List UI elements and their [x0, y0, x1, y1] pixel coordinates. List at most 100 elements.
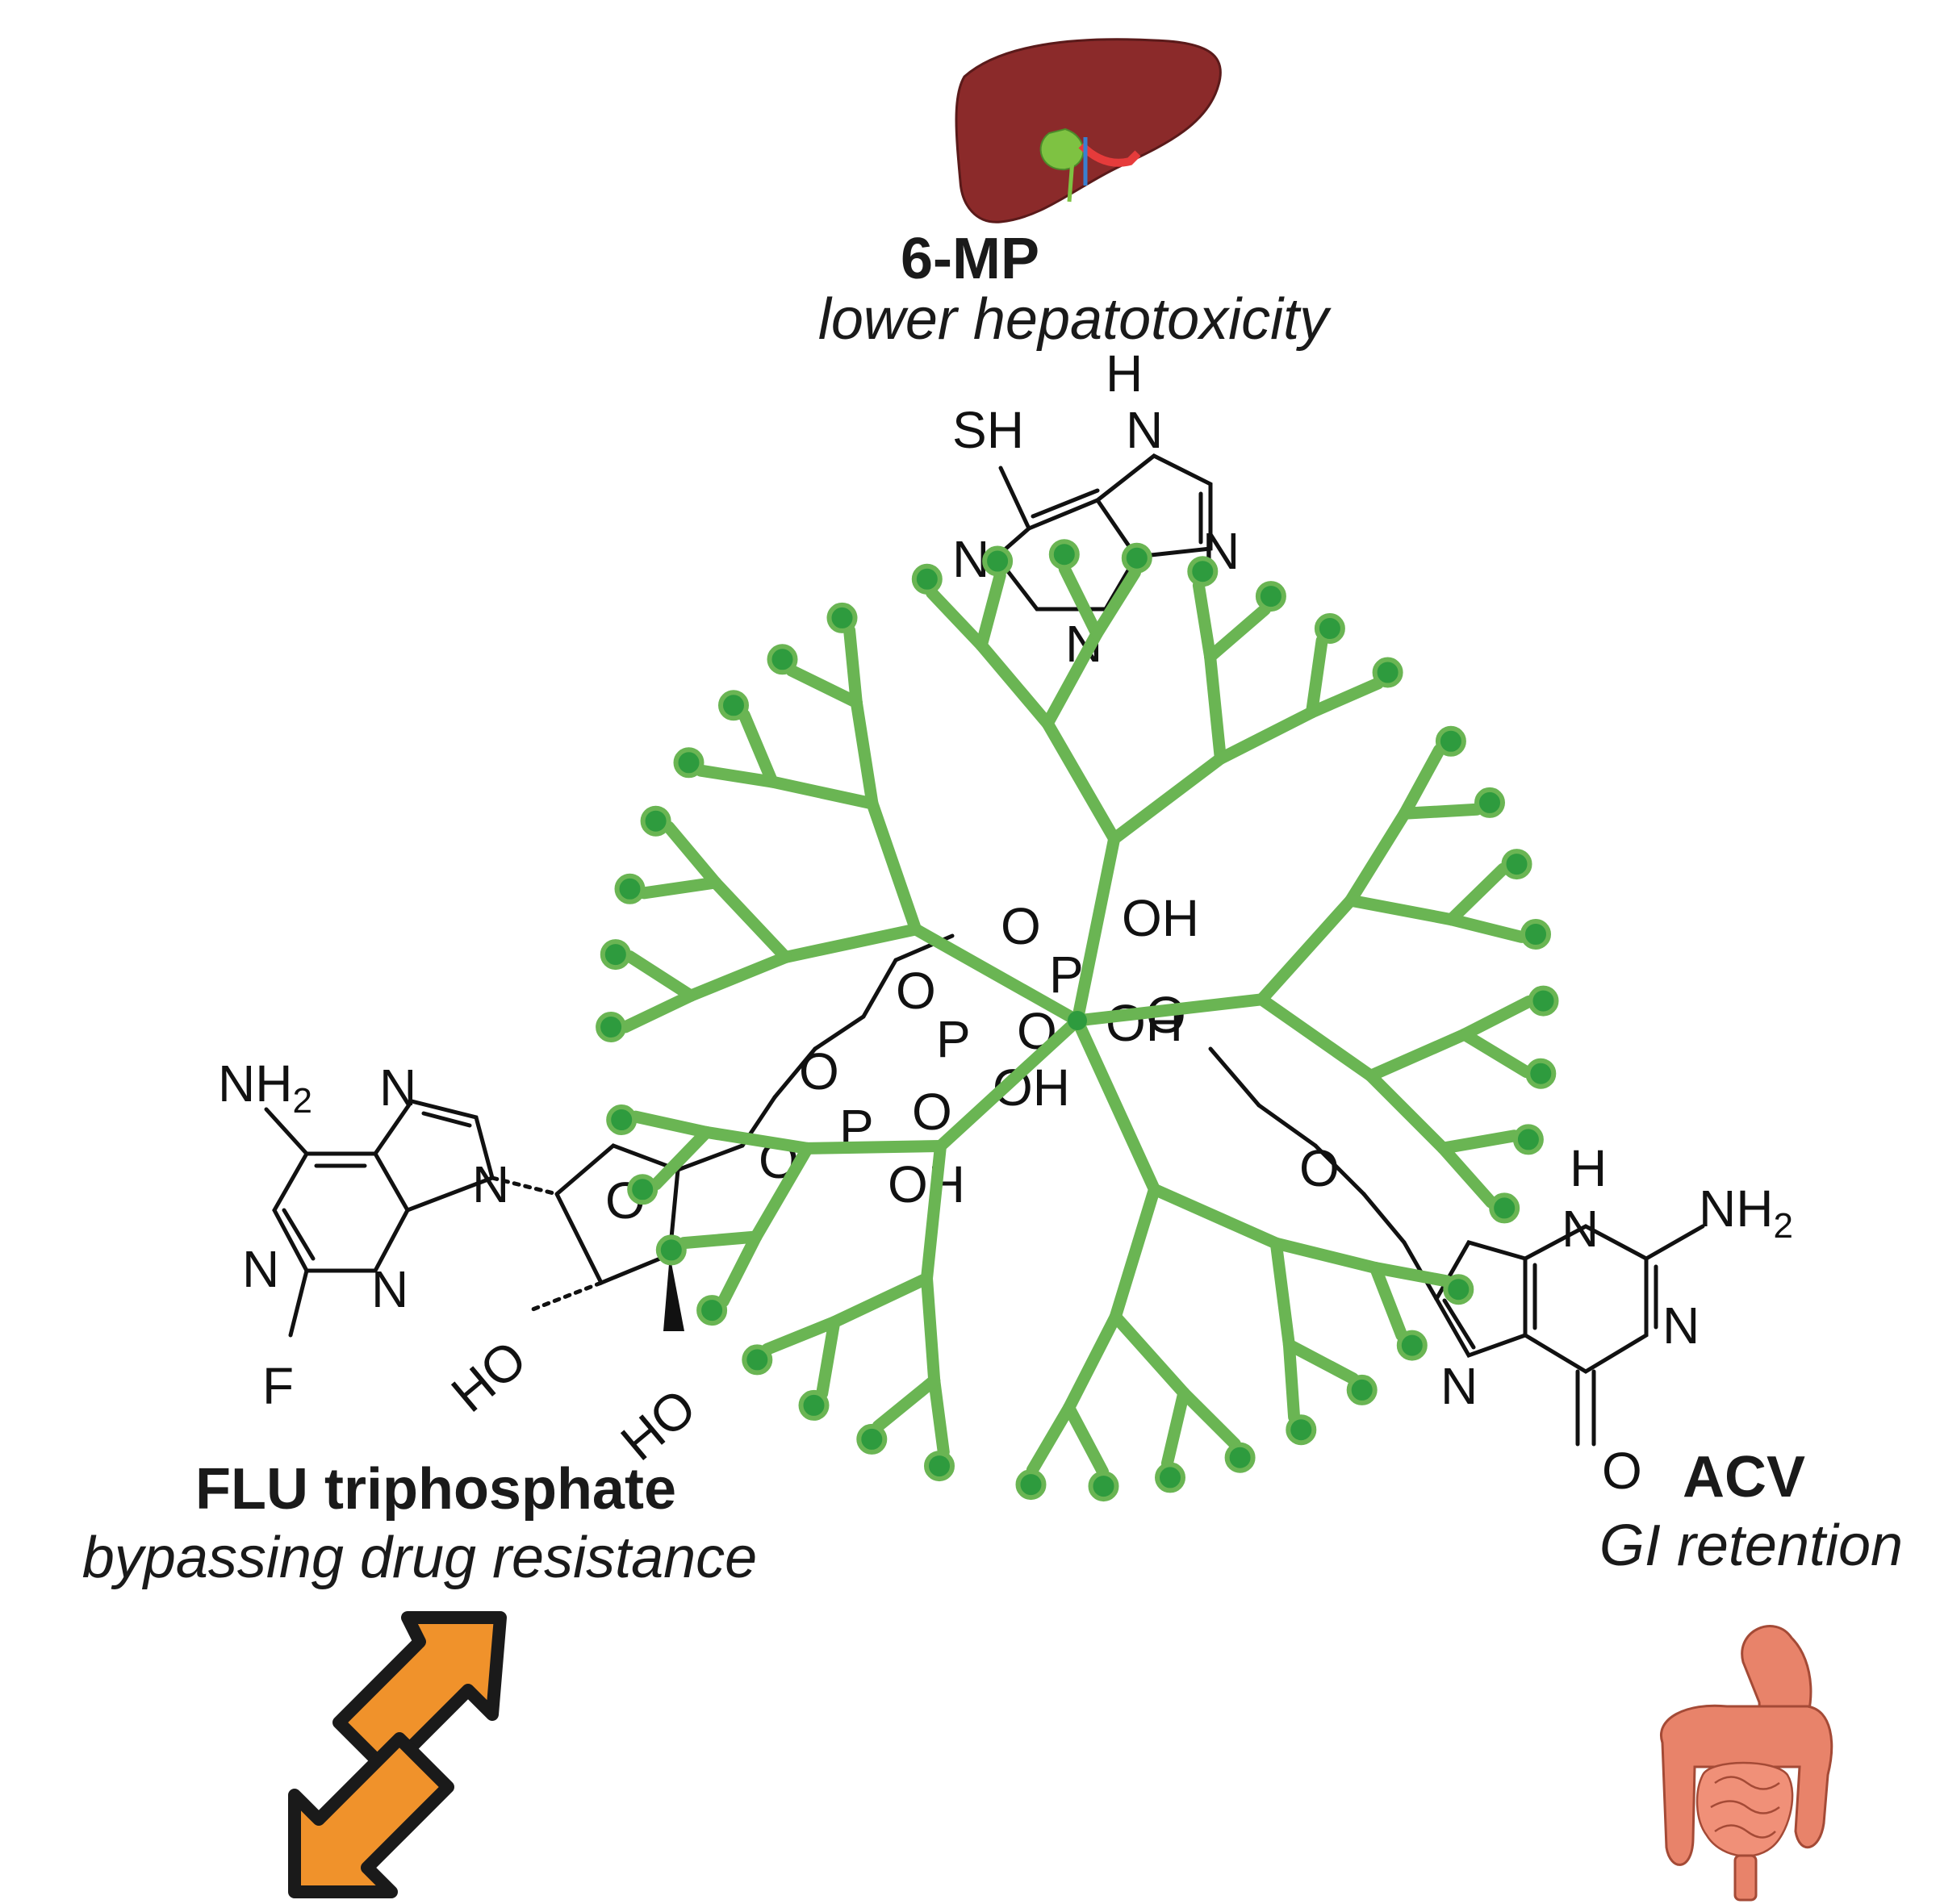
dendrimer-terminal-node — [606, 1104, 638, 1135]
acv-n7-label: N — [1440, 1357, 1478, 1415]
dendrimer-branch — [909, 923, 1084, 1027]
dendrimer-branch — [1365, 1028, 1471, 1082]
dendrimer-terminal-node — [1372, 657, 1403, 688]
dendrimer-branch — [975, 569, 1006, 652]
dendrimer-branch — [921, 1140, 947, 1285]
dendrimer-branch — [1214, 706, 1318, 765]
dendrimer-branch — [1269, 1237, 1295, 1351]
dendrimer-branch — [1445, 862, 1509, 926]
dendrimer-branch — [828, 1272, 933, 1329]
dendrimer-branch — [1071, 1014, 1160, 1196]
dendrimer-branch — [678, 1230, 763, 1250]
dendrimer-branch — [1399, 744, 1445, 820]
dendrimer-terminal-node — [1443, 1274, 1474, 1305]
dendrimer-branch — [700, 1125, 814, 1155]
dendrimer-branch — [650, 1125, 713, 1191]
core-o-2: O — [896, 962, 936, 1020]
dendrimer-branch — [1399, 803, 1483, 820]
dendrimer-branch — [866, 797, 922, 936]
dendrimer-terminal-node — [1512, 1124, 1544, 1155]
dendrimer-branch — [1365, 1069, 1449, 1155]
dendrimer-branch — [1041, 717, 1121, 846]
core-oh-1: OH — [1122, 889, 1199, 947]
dendrimer-terminal-node — [1224, 1442, 1256, 1473]
dendrimer-branch — [766, 775, 879, 810]
dendrimer-core — [1068, 1011, 1087, 1030]
dendrimer-terminal-node — [1121, 542, 1152, 574]
dendrimer-branch — [663, 820, 721, 889]
mp-h-label: H — [1106, 344, 1143, 403]
dendrimer-branch — [1109, 1310, 1190, 1399]
dendrimer-terminal-node — [1286, 1414, 1317, 1446]
acv-title: ACV — [1683, 1445, 1805, 1509]
dendrimer-branch — [1458, 1028, 1532, 1079]
dendrimer — [596, 539, 1559, 1502]
core-p-2: P — [936, 1010, 971, 1068]
dendrimer-branch — [1058, 562, 1103, 641]
core-o-6: O — [912, 1083, 952, 1141]
acv-structure: H N NH2 N N O — [1208, 1046, 1793, 1500]
core-o-1: O — [1001, 897, 1041, 955]
dendrimer-branch — [738, 709, 779, 788]
dendrimer-branch — [801, 1140, 947, 1155]
dendrimer-terminal-node — [596, 1012, 627, 1042]
dendrimer-terminal-node — [1255, 581, 1286, 612]
dendrimer-branch — [1306, 634, 1328, 719]
dendrimer-branch — [1071, 993, 1268, 1027]
dendrimer-branch — [638, 876, 721, 900]
dendrimer-terminal-node — [640, 805, 671, 837]
dendrimer-terminal-node — [1346, 1374, 1378, 1405]
dendrimer-terminal-node — [1501, 849, 1532, 880]
flu-structure: NH2 N N N N F O HO HO — [218, 933, 955, 1472]
dendrimer-terminal-node — [924, 1451, 955, 1482]
core-oh-4: OH — [888, 1155, 965, 1213]
dendrimer-branch — [629, 1110, 713, 1138]
flu-n9-label: N — [472, 1155, 509, 1213]
dendrimer-branch — [1109, 1183, 1160, 1323]
dendrimer-branch — [750, 1142, 814, 1243]
dendrimer-branch — [1160, 1387, 1190, 1470]
core-oh-2: OH — [1106, 994, 1183, 1052]
dendrimer-terminal-node — [826, 602, 858, 633]
dendrimer-branch — [1090, 566, 1141, 641]
dendrimer-branch — [872, 1374, 941, 1433]
dendrimer-branch — [624, 950, 697, 1002]
dendrimer-branch — [1436, 1129, 1520, 1155]
flu-n3-label: N — [371, 1260, 408, 1318]
dendrimer-branch — [816, 1316, 841, 1400]
flu-n1-label: N — [242, 1240, 279, 1298]
dendrimer-branch — [928, 1374, 950, 1459]
intestine-icon — [1660, 1625, 1833, 1902]
dendrimer-branch — [1282, 1338, 1360, 1385]
acv-n3-label: N — [1662, 1296, 1700, 1355]
flu-nh2-label: NH2 — [218, 1054, 312, 1121]
dendrimer-branch — [1458, 995, 1535, 1041]
dendrimer-terminal-node — [1155, 1462, 1185, 1493]
dendrimer-branch — [934, 1014, 1084, 1152]
liver-icon — [955, 38, 1222, 223]
exchange-arrows-icon — [288, 1611, 507, 1898]
dendrimer-terminal-node — [627, 1174, 659, 1205]
dendrimer-terminal-node — [1489, 1192, 1520, 1224]
dendrimer-branch — [921, 1272, 941, 1387]
flu-title: FLU triphosphate — [195, 1457, 676, 1522]
dendrimer-branch — [1063, 1401, 1109, 1478]
dendrimer-terminal-node — [673, 747, 705, 779]
dendrimer-terminal-node — [600, 939, 631, 971]
acv-subtitle: GI retention — [1599, 1514, 1903, 1578]
core-o-8: O — [1299, 1139, 1340, 1197]
dendrimer-branch — [1369, 1262, 1408, 1342]
dendrimer-branch — [1192, 579, 1217, 663]
acv-h-label: H — [1570, 1139, 1607, 1197]
dendrimer-terminal-node — [856, 1423, 888, 1455]
dendrimer-terminal-node — [655, 1234, 687, 1266]
dendrimer-terminal-node — [1474, 787, 1505, 818]
acv-o-label: O — [1602, 1442, 1642, 1500]
mp-title: 6-MP — [901, 227, 1039, 291]
flu-n7-label: N — [379, 1058, 416, 1117]
dendrimer-terminal-node — [798, 1389, 830, 1421]
dendrimer-terminal-node — [696, 1295, 728, 1326]
dendrimer-branch — [695, 764, 779, 788]
dendrimer-branch — [684, 950, 792, 1002]
